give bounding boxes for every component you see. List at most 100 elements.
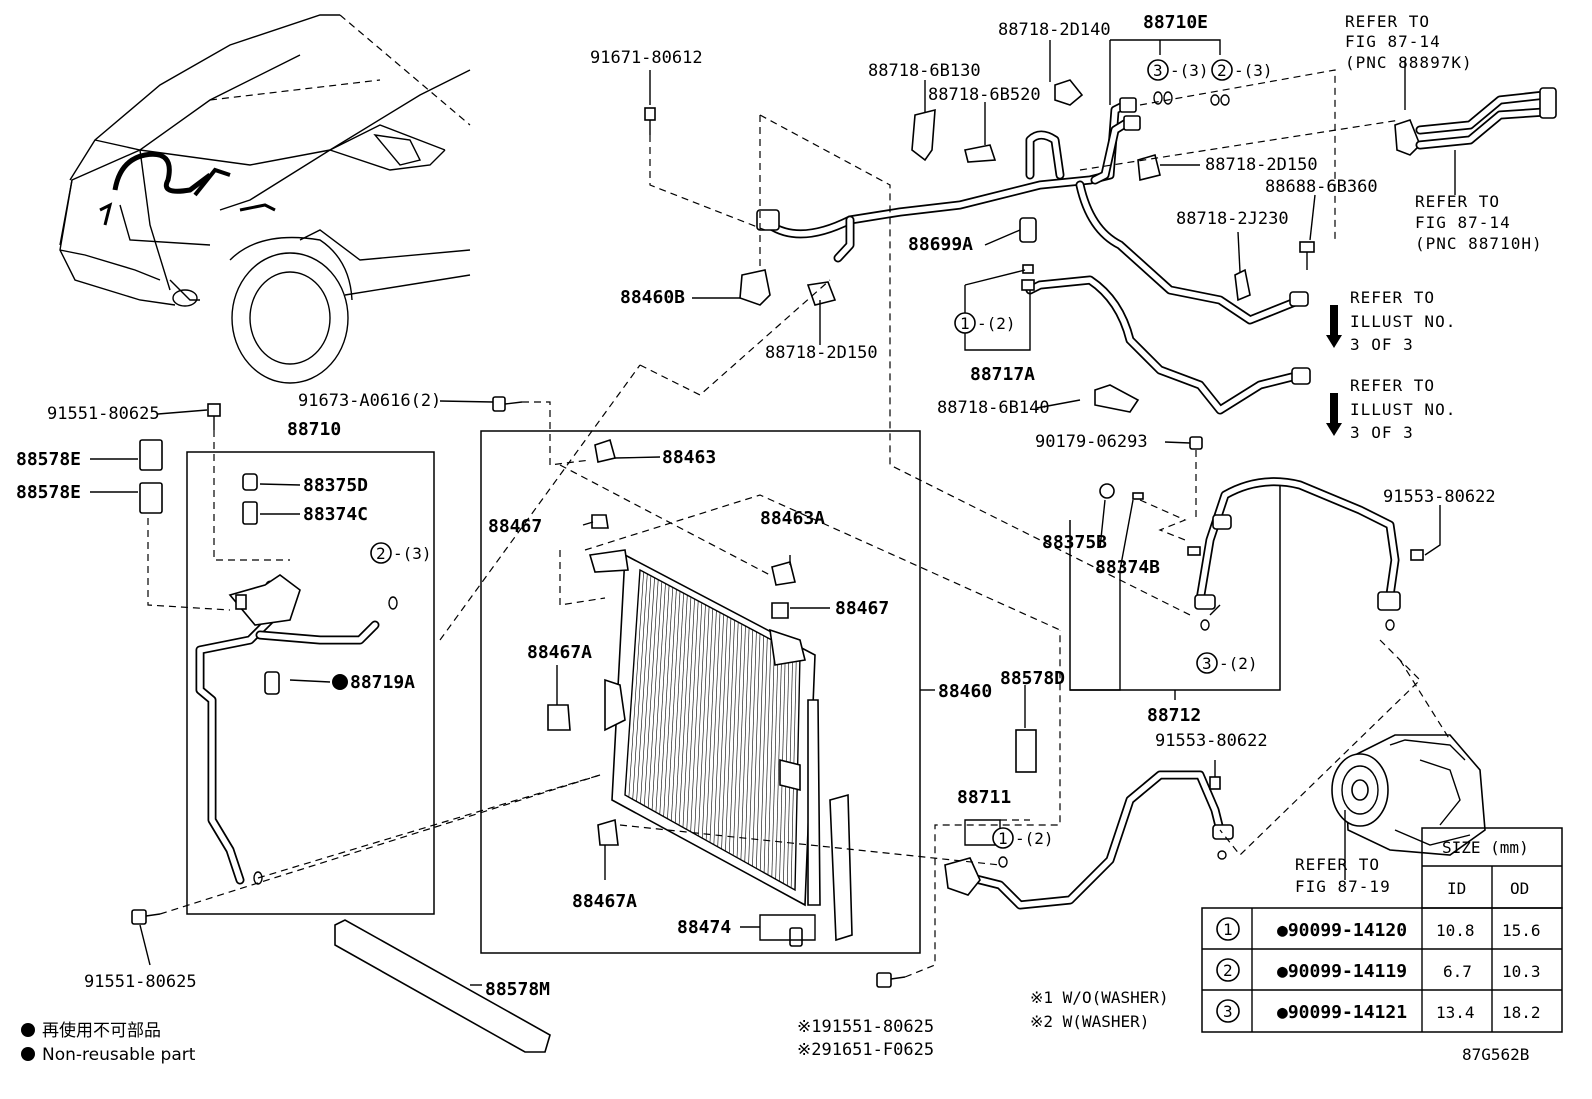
rear-connector-assembly [1394,87,1557,156]
leader-lines [90,39,1456,986]
refer-notes: REFER TO FIG 87-14 (PNC 88897K) REFER TO… [1295,12,1543,896]
label-88688-6B360: 88688-6B360 [1265,177,1378,197]
label-91671-80612: 91671-80612 [590,48,703,68]
label-note-91651-F0625: ※291651-F0625 [797,1040,934,1060]
group-88460-condenser [480,430,921,988]
refer-fig87-14-b-line3: (PNC 88710H) [1415,234,1543,253]
label-88699A: 88699A [908,234,973,255]
seal-88578M [334,919,551,1053]
label-88375B: 88375B [1042,532,1107,553]
bullet-icon [21,1023,35,1037]
label-91553-80622-top: 91553-80622 [1383,487,1496,507]
legend-en: Non-reusable part [42,1045,196,1065]
condenser-fin-line [640,577,655,804]
label-88463: 88463 [662,447,716,468]
label-88718-6B130: 88718-6B130 [868,61,981,81]
condenser-fin-line [624,569,641,796]
condenser-fin-line [744,629,754,862]
refer-fig87-14-a-line1: REFER TO [1345,12,1430,31]
condenser-fin-line [655,585,670,813]
condenser-fin-line [632,573,648,800]
size-row-part: ●90099-14119 [1277,961,1407,982]
size-table-col-id: ID [1447,879,1466,898]
condenser-fin-line [756,635,764,869]
label-88718-6B520: 88718-6B520 [928,85,1041,105]
condenser-fin-line [725,620,735,852]
group-88710 [131,403,435,925]
size-row-id: 13.4 [1436,1003,1475,1022]
size-row-od: 10.3 [1502,962,1541,981]
refer-fig87-14-a-line2: FIG 87-14 [1345,32,1441,51]
top-pipe-assembly [492,79,1315,450]
label-88718-2D150-mid: 88718-2D150 [765,343,878,363]
condenser-fin-line [717,616,728,847]
label-88467A-1: 88467A [527,642,592,663]
svg-text:-(3): -(3) [393,544,432,563]
label-88374B: 88374B [1095,557,1160,578]
size-table: SIZE (mm) ID OD 1 ●90099-14120 10.8 15.6… [1201,827,1563,1033]
svg-text:-(2): -(2) [1219,654,1258,673]
label-90179-06293: 90179-06293 [1035,432,1148,452]
svg-text:1: 1 [998,829,1008,848]
condenser-fin-line [721,618,732,849]
condenser-fin-line [690,602,703,832]
refer-illust-3-b-line1: REFER TO [1350,376,1435,395]
size-table-col-od: OD [1510,879,1529,898]
condenser-fin-line [628,571,644,798]
size-row-num: 2 [1223,961,1233,980]
non-reusable-bullet [332,674,348,690]
svg-text:2: 2 [376,544,386,563]
size-row-od: 15.6 [1502,921,1541,940]
legend-jp: 再使用不可部品 [42,1020,161,1041]
label-88712: 88712 [1147,705,1201,726]
refer-arrows [1326,305,1342,436]
label-88578E-1: 88578E [16,449,81,470]
refer-illust-3-a-line3: 3 OF 3 [1350,335,1414,354]
condenser-fin-line [644,579,659,806]
size-table-title: SIZE (mm) [1442,838,1529,857]
condenser-fin-line [713,614,724,845]
label-88467-b: 88467 [835,598,889,619]
condenser-fin-line [736,626,746,858]
condenser-fin-line [732,624,743,856]
label-91551-80625-bottom: 91551-80625 [84,972,197,992]
label-88718-6B140: 88718-6B140 [937,398,1050,418]
svg-text:-(2): -(2) [1015,829,1054,848]
label-88719A: 88719A [350,672,415,693]
label-88463A: 88463A [760,508,825,529]
label-88578D: 88578D [1000,668,1065,689]
legend: ※1 W/O(WASHER) ※2 W(WASHER) 再使用不可部品 Non-… [21,988,1529,1065]
condenser-fin-line [709,612,721,843]
label-88375D: 88375D [303,475,368,496]
svg-text:3: 3 [1153,61,1163,80]
size-row-part: ●90099-14120 [1277,920,1407,941]
label-88467-a: 88467 [488,516,542,537]
diagram-code: 87G562B [1462,1045,1529,1064]
refer-fig87-14-b-line1: REFER TO [1415,192,1500,211]
label-88467A-2: 88467A [572,891,637,912]
condenser-fin-line [775,645,783,880]
part-labels: 91671-80612 88718-2D140 88710E 88718-6B1… [16,12,1496,1060]
condenser-fin-line [682,598,695,828]
label-note-91551-80625: ※191551-80625 [797,1017,934,1037]
group-88712 [1069,477,1424,691]
size-row-id: 6.7 [1443,962,1472,981]
label-88578M: 88578M [485,979,550,1000]
condenser-fin-line [763,639,772,873]
label-88578E-2: 88578E [16,482,81,503]
condenser-fin-line [752,633,761,867]
condenser-fin-line [686,600,699,830]
condenser-fin-line [705,610,717,841]
label-88374C: 88374C [303,504,368,525]
label-88710E: 88710E [1143,12,1208,33]
refer-fig87-14-a-line3: (PNC 88897K) [1345,53,1473,72]
refer-illust-3-a-line2: ILLUST NO. [1350,312,1456,331]
label-91673-A0616: 91673-A0616(2) [298,391,441,411]
svg-text:-(2): -(2) [977,314,1016,333]
condenser-fin-line [647,581,663,808]
svg-text:2: 2 [1217,61,1227,80]
condenser-fin-line [651,583,666,811]
label-88717A: 88717A [970,364,1035,385]
group-88711 [944,770,1234,910]
